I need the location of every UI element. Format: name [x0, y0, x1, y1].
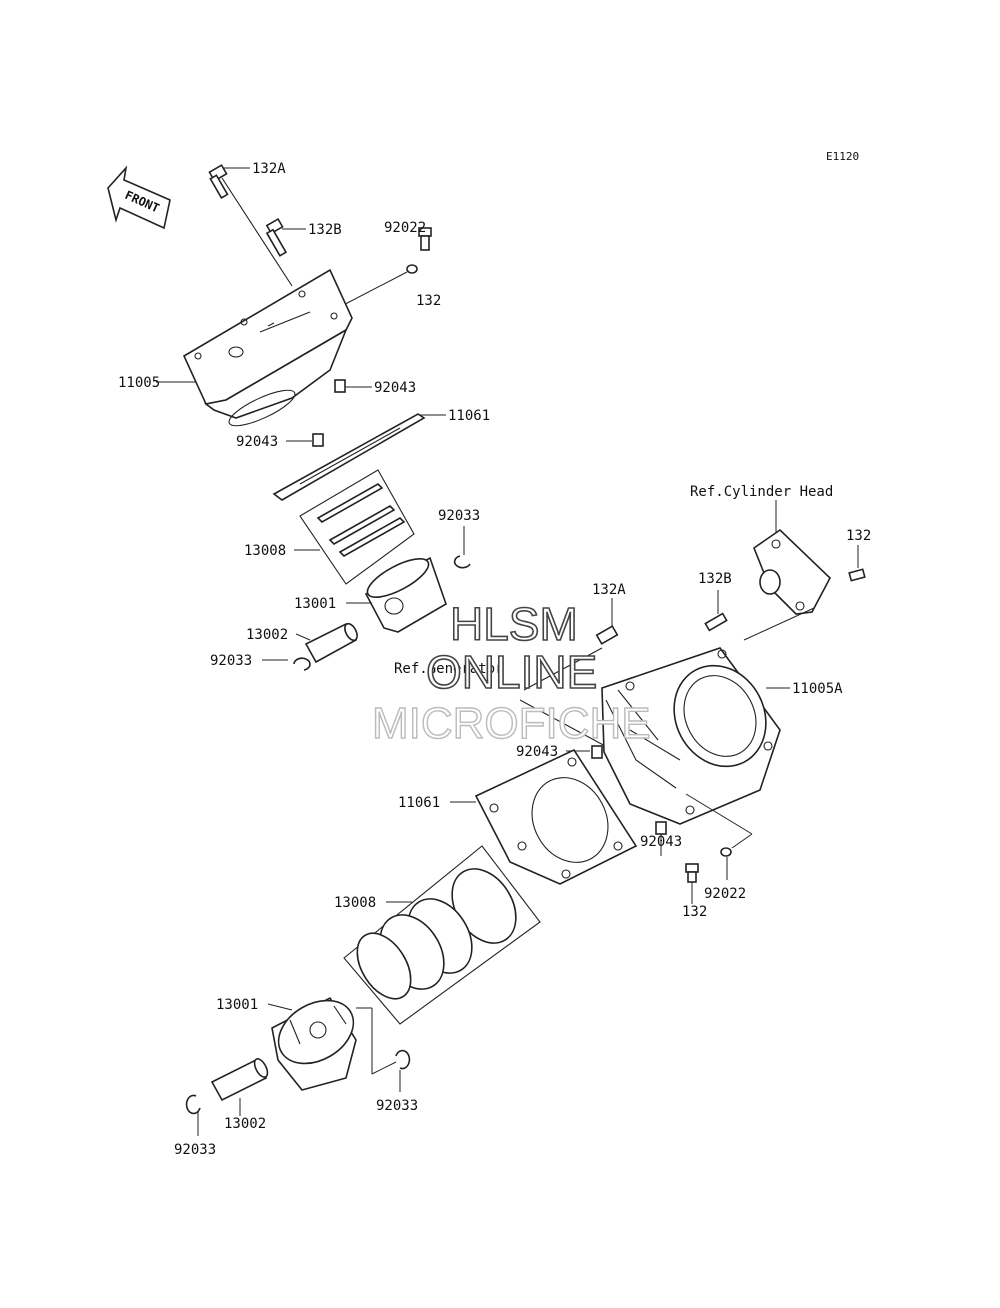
- upper-gasket-label: 11061: [448, 408, 490, 424]
- upper-cylinder-11005: [182, 268, 353, 427]
- lower-circlip-1-label: 92033: [376, 1098, 418, 1114]
- upper-circlip-92033-a: [453, 555, 471, 569]
- upper-circlip-92033-b: [293, 657, 311, 671]
- lower-bolt-132b: [704, 612, 728, 632]
- upper-dowel-92043-a: [334, 379, 346, 393]
- watermark-line-1: HLSM: [450, 598, 578, 650]
- lower-gasket-label: 11061: [398, 795, 440, 811]
- upper-dowel-92043-b: [312, 433, 324, 447]
- lower-pin-label: 13002: [224, 1116, 266, 1132]
- upper-bolt-label: 132: [416, 293, 441, 309]
- lower-dowel-1-label: 92043: [516, 744, 558, 760]
- lower-washer-92022: [720, 847, 732, 857]
- lower-rings-label: 13008: [334, 895, 376, 911]
- lower-cylinder-label: 11005A: [792, 681, 843, 697]
- upper-washer-label: 92022: [384, 220, 426, 236]
- upper-rings-13008: [299, 469, 415, 585]
- upper-bolt-132: [418, 227, 432, 251]
- diagram-code: E1120: [826, 150, 859, 163]
- lower-dowel-92043-b: [655, 821, 667, 835]
- lower-washer-label: 92022: [704, 886, 746, 902]
- lower-cylinder-11005a: [601, 647, 781, 825]
- lower-bolt-b-label: 132B: [698, 571, 732, 587]
- lower-gasket-11061: [474, 748, 638, 885]
- head-bolt-132: [848, 568, 866, 582]
- lower-circlip-92033-b: [185, 1094, 201, 1115]
- lower-bolt-label: 132: [682, 904, 707, 920]
- upper-cylinder-label: 11005: [118, 375, 160, 391]
- upper-bolt-a-label: 132A: [252, 161, 286, 177]
- watermark-line-2: ONLINE: [426, 646, 597, 698]
- lower-rings-13008: [343, 845, 541, 1025]
- upper-rings-label: 13008: [244, 543, 286, 559]
- upper-pin-13002: [304, 622, 358, 664]
- lower-circlip-92033-a: [395, 1049, 411, 1070]
- upper-bolt-b-label: 132B: [308, 222, 342, 238]
- upper-dowel-2-label: 92043: [236, 434, 278, 450]
- upper-circlip-2-label: 92033: [210, 653, 252, 669]
- lower-circlip-2-label: 92033: [174, 1142, 216, 1158]
- head-bolt-label: 132: [846, 528, 871, 544]
- ref-generator: Ref.Generator: [394, 661, 504, 677]
- front-arrow-icon: FRONT: [107, 165, 171, 230]
- lower-bolt-132a: [523, 625, 619, 691]
- lower-bolt-132: [685, 863, 699, 883]
- lower-piston-13001: [271, 996, 357, 1091]
- upper-bolt-132a: [208, 164, 293, 287]
- lower-bolt-a-label: 132A: [592, 582, 626, 598]
- upper-bolt-132b: [265, 217, 288, 257]
- upper-pin-label: 13002: [246, 627, 288, 643]
- upper-piston-label: 13001: [294, 596, 336, 612]
- lower-pin-13002: [210, 1058, 269, 1102]
- lower-dowel-2-label: 92043: [640, 834, 682, 850]
- lower-piston-label: 13001: [216, 997, 258, 1013]
- upper-piston-13001: [364, 556, 447, 633]
- ref-cylinder-head: Ref.Cylinder Head: [690, 484, 833, 500]
- lower-dowel-92043-a: [591, 745, 603, 759]
- upper-dowel-1-label: 92043: [374, 380, 416, 396]
- watermark-line-3: MICROFICHE: [372, 699, 651, 748]
- water-outlet-fitting: [753, 528, 831, 615]
- upper-gasket-11061: [272, 413, 426, 501]
- upper-washer-92022: [406, 264, 418, 274]
- upper-circlip-1-label: 92033: [438, 508, 480, 524]
